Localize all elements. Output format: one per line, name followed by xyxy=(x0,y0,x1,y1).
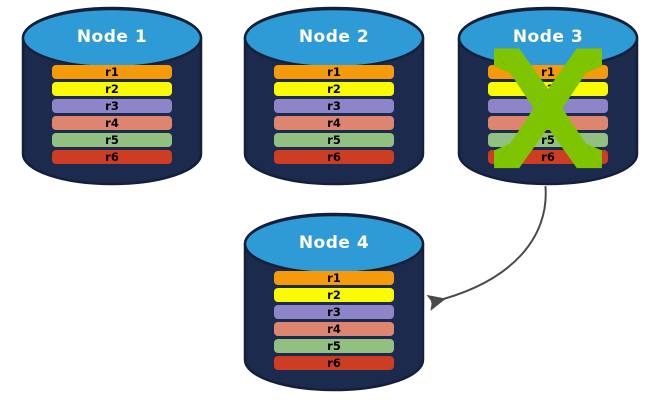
record-r5[interactable]: r5 xyxy=(52,133,172,147)
record-list: r1 r2 r3 r4 r5 r6 xyxy=(22,65,202,164)
record-list: r1 r2 r3 r4 r5 r6 xyxy=(458,65,638,164)
record-r5[interactable]: r5 xyxy=(274,133,394,147)
record-r4[interactable]: r4 xyxy=(52,116,172,130)
record-r2[interactable]: r2 xyxy=(52,82,172,96)
record-r1[interactable]: r1 xyxy=(274,271,394,285)
record-r5[interactable]: r5 xyxy=(488,133,608,147)
record-r1[interactable]: r1 xyxy=(488,65,608,79)
record-r3[interactable]: r3 xyxy=(274,99,394,113)
cylinder-top xyxy=(243,7,425,69)
record-r2[interactable]: r2 xyxy=(488,82,608,96)
record-r5[interactable]: r5 xyxy=(274,339,394,353)
replication-arrow-path xyxy=(426,186,547,311)
record-r6[interactable]: r6 xyxy=(488,150,608,164)
record-r2[interactable]: r2 xyxy=(274,288,394,302)
record-r3[interactable]: r3 xyxy=(274,305,394,319)
record-r1[interactable]: r1 xyxy=(52,65,172,79)
record-list: r1 r2 r3 r4 r5 r6 xyxy=(244,271,424,370)
record-r6[interactable]: r6 xyxy=(274,150,394,164)
record-list: r1 r2 r3 r4 r5 r6 xyxy=(244,65,424,164)
cylinder-top xyxy=(457,7,639,69)
cylinder-top xyxy=(21,7,203,69)
record-r1[interactable]: r1 xyxy=(274,65,394,79)
record-r2[interactable]: r2 xyxy=(274,82,394,96)
record-r4[interactable]: r4 xyxy=(274,116,394,130)
record-r6[interactable]: r6 xyxy=(274,356,394,370)
record-r3[interactable]: r3 xyxy=(488,99,608,113)
cylinder-top xyxy=(243,213,425,275)
record-r6[interactable]: r6 xyxy=(52,150,172,164)
record-r4[interactable]: r4 xyxy=(488,116,608,130)
record-r4[interactable]: r4 xyxy=(274,322,394,336)
record-r3[interactable]: r3 xyxy=(52,99,172,113)
